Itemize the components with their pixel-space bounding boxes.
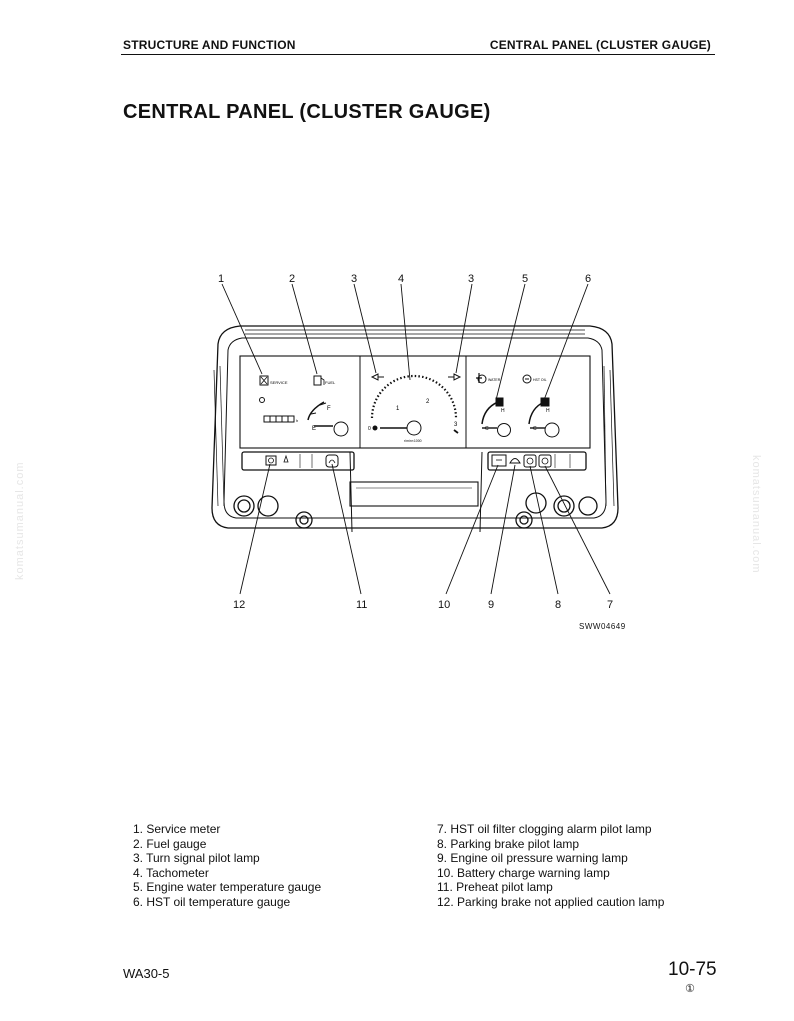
tachometer-hub: [406, 420, 422, 436]
callout-12: 12: [233, 599, 245, 611]
oil-temp-hot-label: H: [546, 408, 550, 414]
right-lamp-strip: [487, 451, 587, 471]
callout-10: 10: [438, 599, 450, 611]
watermark-left: komatsumanual.com: [14, 461, 26, 581]
right-knob-2: [553, 495, 575, 517]
legend-item: 1. Service meter: [133, 822, 221, 836]
hst-filter-icon: [538, 454, 552, 468]
oil-temp-label: HST OIL: [533, 378, 547, 382]
legend-item: 8. Parking brake pilot lamp: [437, 836, 580, 851]
legend-right: 7. HST oil filter clogging alarm pilot l…: [437, 822, 664, 909]
oil-temp-hub: [544, 422, 560, 438]
callout-2: 2: [289, 273, 295, 285]
tach-tick-1: 1: [396, 406, 400, 412]
oil-temp-cold-label: C: [533, 426, 537, 432]
fuel-gauge-scale: [307, 401, 325, 421]
service-label: SERVICE: [270, 380, 288, 385]
footer-page-number: 10-75: [668, 959, 717, 980]
oil-temp-red-zone: [540, 397, 550, 407]
callout-7: 7: [607, 599, 613, 611]
right-knob-1: [525, 492, 547, 514]
tach-tick-0: 0: [368, 426, 371, 432]
preheat-icon: [325, 454, 339, 468]
legend-item: 9. Engine oil pressure warning lamp: [437, 851, 628, 865]
callout-11: 11: [356, 599, 367, 611]
water-temp-label: WATER: [488, 378, 501, 382]
right-knob-4: [515, 511, 533, 529]
page-title: CENTRAL PANEL (CLUSTER GAUGE): [123, 101, 491, 123]
header-rule: [121, 54, 715, 55]
oil-temp-icon: [522, 374, 532, 384]
callout-3-left: 3: [351, 273, 357, 285]
legend-item: 6. HST oil temperature gauge: [133, 894, 291, 909]
turn-left-arrow-icon: [370, 373, 379, 381]
cluster-gauge-drawing: SERVICE FUEL h F E 1 2 3 0 r/min×1000: [211, 273, 619, 611]
legend-item: 12. Parking brake not applied caution la…: [437, 894, 665, 909]
footer-model: WA30-5: [123, 966, 170, 981]
battery-icon: [491, 454, 507, 467]
right-knob-3: [578, 496, 598, 516]
hourglass-icon: [259, 375, 269, 386]
cluster-gauge-figure: SERVICE FUEL h F E 1 2 3 0 r/min×1000: [200, 270, 630, 640]
callout-3-right: 3: [468, 273, 474, 285]
parking-brake-caution-icon: [265, 455, 277, 466]
callout-9: 9: [488, 599, 494, 611]
panel-housing-outer: [211, 325, 619, 529]
tach-tick-3: 3: [454, 422, 458, 428]
left-knob-1: [233, 495, 255, 517]
header-topic: CENTRAL PANEL (CLUSTER GAUGE): [489, 38, 711, 52]
callout-8: 8: [555, 599, 561, 611]
left-knob-3: [295, 511, 313, 529]
water-temp-cold-label: C: [485, 426, 489, 432]
tach-unit-label: r/min×1000: [404, 439, 422, 443]
legend-item: 5. Engine water temperature gauge: [133, 880, 322, 894]
left-lamp-strip: [241, 451, 355, 471]
service-indicator-dot: [259, 397, 265, 403]
watermark-right: komatsumanual.com: [750, 455, 762, 574]
figure-code: SWW04649: [579, 622, 626, 631]
fuel-gauge-hub: [333, 421, 349, 437]
fuel-label: FUEL: [325, 380, 336, 385]
footer-revision-mark: ①: [685, 983, 695, 995]
callout-4: 4: [398, 273, 404, 285]
callout-1: 1: [218, 273, 224, 285]
legend-item: 3. Turn signal pilot lamp: [133, 851, 260, 865]
callout-5: 5: [522, 273, 528, 285]
legend-item: 10. Battery charge warning lamp: [437, 865, 610, 880]
callout-6: 6: [585, 273, 591, 285]
legend-left: 1. Service meter 2. Fuel gauge 3. Turn s…: [133, 822, 321, 909]
gauge-face-area: [239, 355, 591, 449]
parking-brake-icon: [523, 454, 537, 468]
water-temp-red-zone: [495, 397, 504, 407]
fuel-pump-icon: [313, 375, 322, 386]
water-temp-hub: [497, 423, 511, 437]
left-knob-2: [257, 495, 279, 517]
tach-tick-2: 2: [426, 399, 430, 405]
header-section: STRUCTURE AND FUNCTION: [123, 38, 296, 52]
tachometer-scale: [370, 374, 458, 419]
legend-item: 2. Fuel gauge: [133, 836, 207, 851]
fuel-full-label: F: [327, 406, 331, 412]
turn-right-arrow-icon: [453, 373, 462, 381]
display-window: [349, 481, 479, 507]
legend-item: 4. Tachometer: [133, 865, 209, 880]
legend-item: 11. Preheat pilot lamp: [437, 880, 553, 894]
water-temp-hot-label: H: [501, 408, 505, 414]
hour-unit-label: h: [296, 418, 298, 423]
fuel-empty-label: E: [312, 426, 316, 432]
oil-pressure-icon: [509, 458, 521, 464]
panel-housing-inner: [223, 337, 607, 519]
legend-item: 7. HST oil filter clogging alarm pilot l…: [437, 822, 652, 836]
service-meter-counter: [263, 415, 295, 423]
